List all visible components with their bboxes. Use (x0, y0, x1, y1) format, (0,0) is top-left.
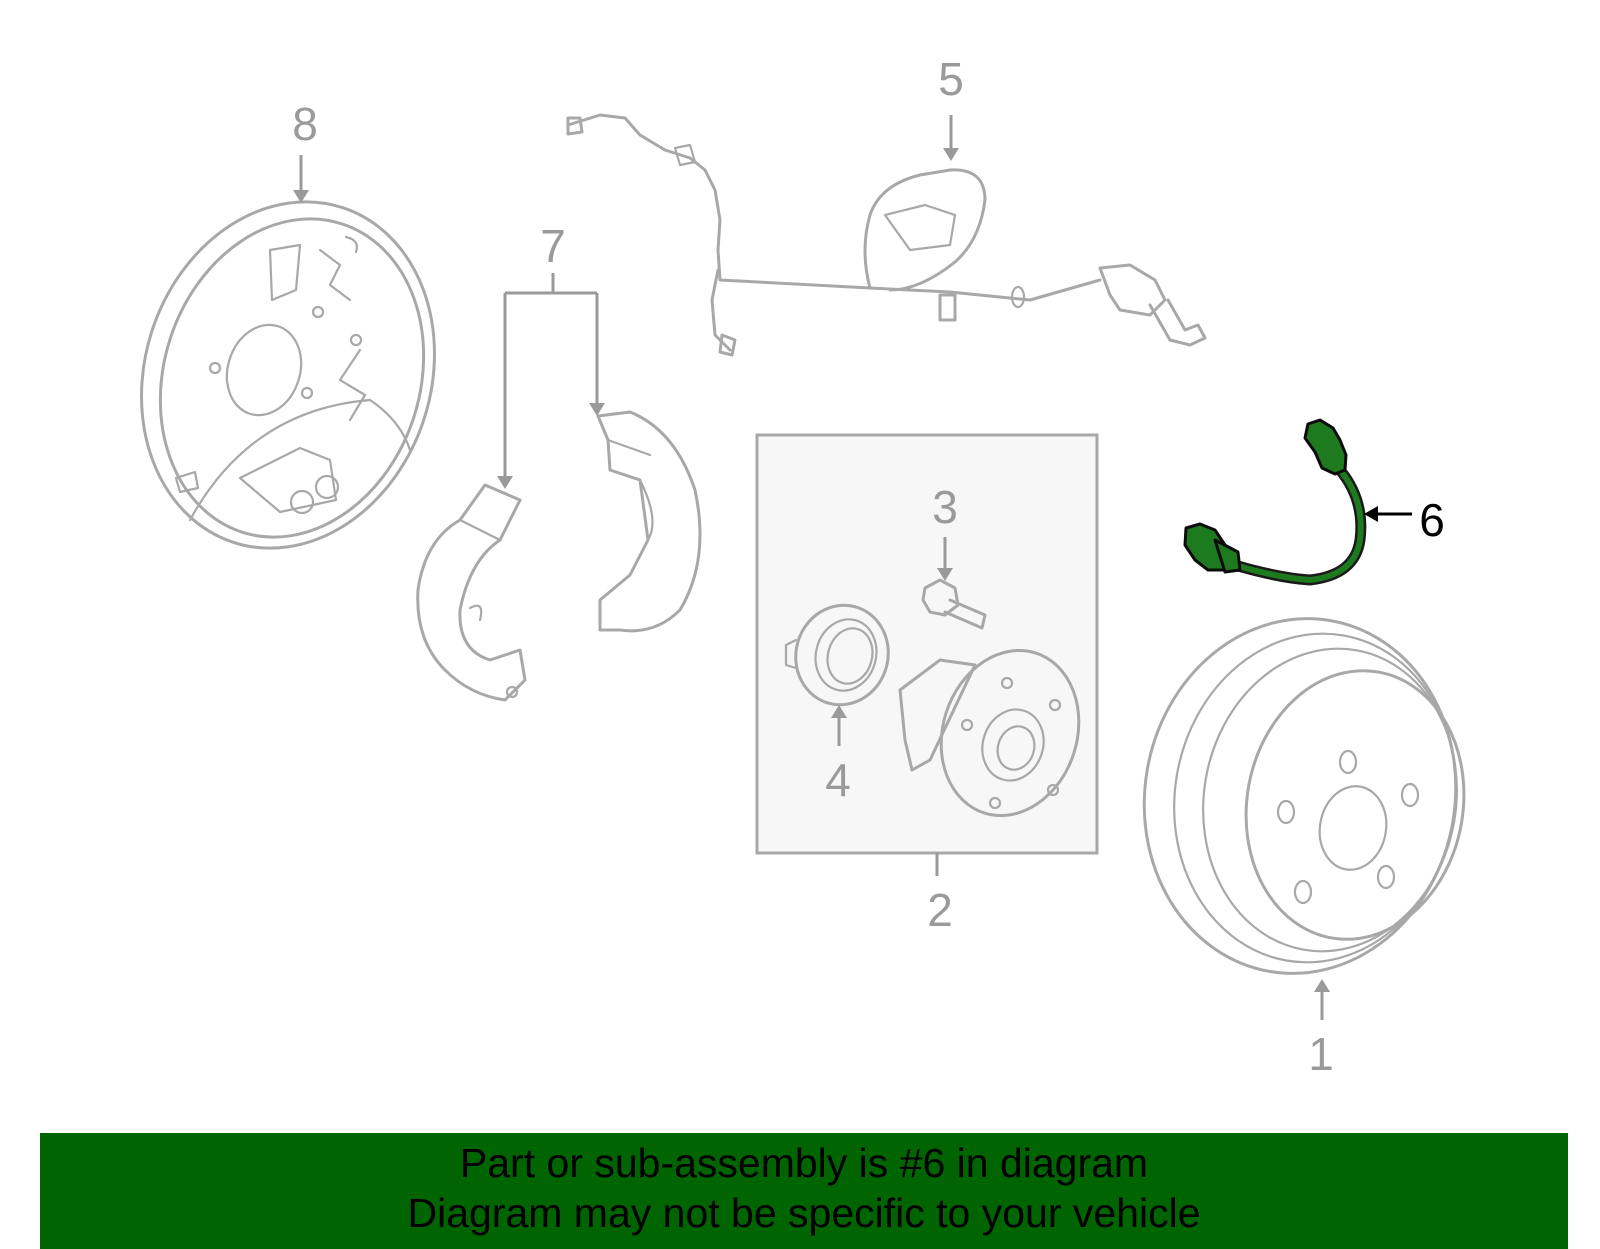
callout-7: 7 (540, 220, 566, 272)
footer-banner: Part or sub-assembly is #6 in diagram Di… (40, 1133, 1568, 1249)
footer-disclaimer: Diagram may not be specific to your vehi… (407, 1190, 1201, 1236)
brake-drum-part-1[interactable] (1116, 594, 1484, 998)
callout-3: 3 (932, 481, 958, 533)
brake-shoe-part-7-left[interactable] (416, 483, 527, 702)
callout-6: 6 (1419, 494, 1445, 546)
backing-plate-part-8[interactable] (98, 163, 479, 586)
hub-bolt-part-3[interactable] (921, 578, 987, 630)
callout-8: 8 (292, 98, 318, 150)
callout-4: 4 (825, 754, 851, 806)
footer-part-note: Part or sub-assembly is #6 in diagram (459, 1140, 1149, 1186)
wheel-bearing-part-4[interactable] (784, 595, 900, 715)
callout-1: 1 (1308, 1028, 1334, 1080)
brake-shoe-part-7-right[interactable] (596, 410, 702, 633)
callout-2: 2 (927, 884, 953, 936)
hub-flange (898, 648, 1081, 818)
hub-assembly-box-part-2[interactable] (755, 433, 1099, 855)
brake-hose-part-6[interactable] (1183, 418, 1367, 586)
leader-lines (293, 115, 1412, 1020)
callout-5: 5 (938, 53, 964, 105)
abs-sensor-part-5[interactable] (566, 113, 1207, 357)
